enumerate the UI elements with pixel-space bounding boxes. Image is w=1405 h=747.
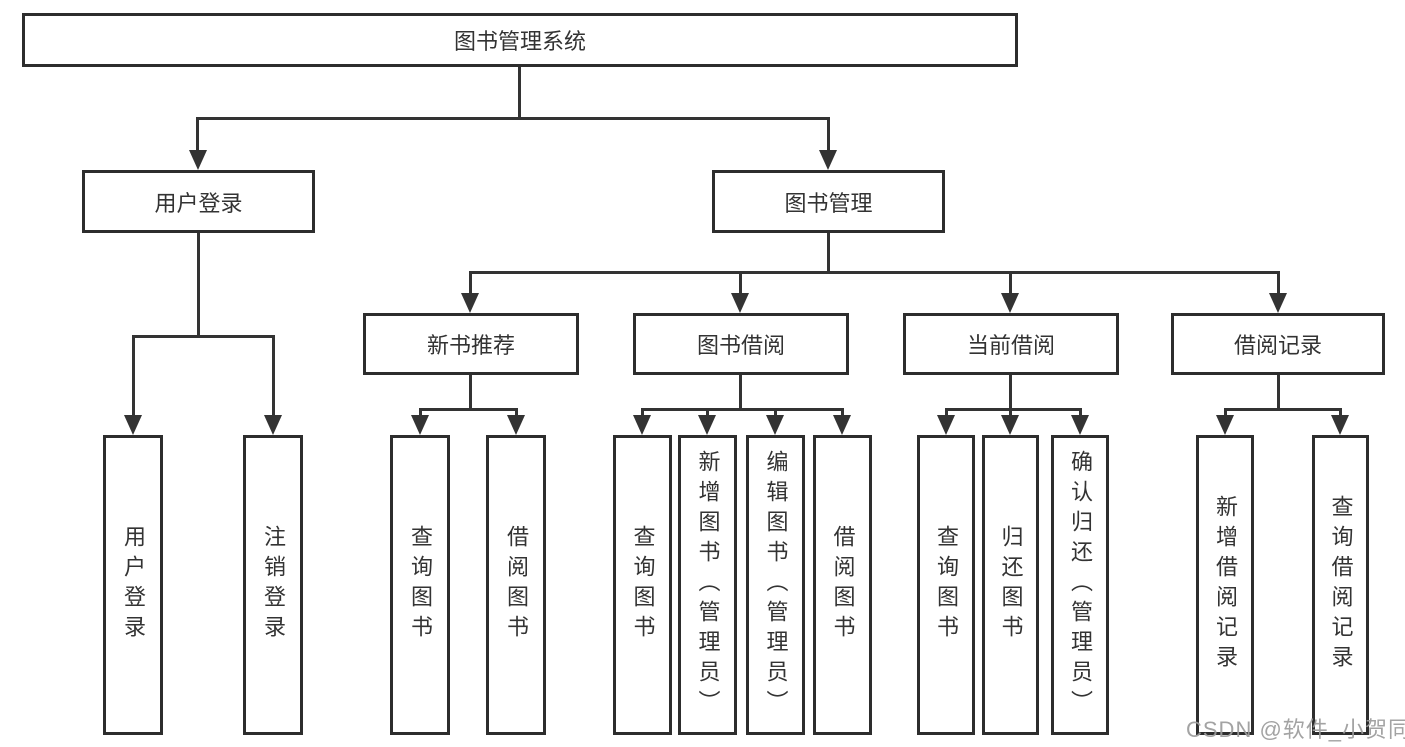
arrowhead [1071, 415, 1089, 435]
connector [739, 271, 742, 297]
connector [841, 408, 844, 420]
connector [827, 117, 830, 154]
connector [1009, 408, 1012, 420]
arrowhead [833, 415, 851, 435]
connector [827, 233, 830, 274]
connector [132, 335, 275, 338]
leaf-cur-query-books: 查询图书 [917, 435, 975, 735]
connector [518, 67, 521, 119]
leaf-rec-query-books: 查询图书 [390, 435, 450, 735]
arrowhead [507, 415, 525, 435]
arrowhead [189, 150, 207, 170]
connector [945, 408, 948, 420]
arrowhead [411, 415, 429, 435]
connector [1224, 408, 1342, 411]
connector [196, 117, 830, 120]
leaf-logout: 注销登录 [243, 435, 303, 735]
arrowhead [766, 415, 784, 435]
node-book-management: 图书管理 [712, 170, 945, 233]
connector [641, 408, 644, 420]
node-current-borrowing: 当前借阅 [903, 313, 1119, 375]
arrowhead [633, 415, 651, 435]
node-borrow-records: 借阅记录 [1171, 313, 1385, 375]
leaf-cur-return-books: 归还图书 [982, 435, 1039, 735]
arrowhead [731, 293, 749, 313]
node-new-book-recommend: 新书推荐 [363, 313, 579, 375]
connector [197, 233, 200, 338]
connector [419, 408, 518, 411]
connector [945, 408, 1082, 411]
leaf-bor-edit-books-admin: 编辑图书（管理员） [746, 435, 805, 735]
leaf-bor-query-books: 查询图书 [613, 435, 672, 735]
connector [774, 408, 777, 420]
connector [469, 375, 472, 410]
leaf-bor-add-books-admin: 新增图书（管理员） [678, 435, 737, 735]
connector [1339, 408, 1342, 420]
connector [469, 271, 1280, 274]
connector [272, 335, 275, 417]
connector [469, 271, 472, 297]
arrowhead [1216, 415, 1234, 435]
connector [739, 375, 742, 410]
node-library-management-system: 图书管理系统 [22, 13, 1018, 67]
arrowhead [1001, 293, 1019, 313]
connector [1277, 271, 1280, 297]
connector [1009, 375, 1012, 410]
arrowhead [698, 415, 716, 435]
connector [706, 408, 709, 420]
leaf-cur-confirm-return-admin: 确认归还（管理员） [1051, 435, 1109, 735]
connector [515, 408, 518, 420]
leaf-recd-query-record: 查询借阅记录 [1312, 435, 1369, 735]
leaf-bor-borrow-books: 借阅图书 [813, 435, 872, 735]
node-book-borrowing: 图书借阅 [633, 313, 849, 375]
connector [1277, 375, 1280, 410]
leaf-rec-borrow-books: 借阅图书 [486, 435, 546, 735]
arrowhead [819, 150, 837, 170]
connector [641, 408, 844, 411]
connector [196, 117, 199, 154]
connector [132, 335, 135, 417]
arrowhead [937, 415, 955, 435]
node-user-login: 用户登录 [82, 170, 315, 233]
connector [1224, 408, 1227, 420]
arrowhead [461, 293, 479, 313]
connector [419, 408, 422, 420]
arrowhead [1331, 415, 1349, 435]
arrowhead [124, 415, 142, 435]
leaf-user-login: 用户登录 [103, 435, 163, 735]
leaf-recd-add-record: 新增借阅记录 [1196, 435, 1254, 735]
arrowhead [264, 415, 282, 435]
arrowhead [1001, 415, 1019, 435]
connector [1079, 408, 1082, 420]
watermark: CSDN @软件_小贺同学 [1186, 717, 1405, 742]
connector [1009, 271, 1012, 297]
arrowhead [1269, 293, 1287, 313]
